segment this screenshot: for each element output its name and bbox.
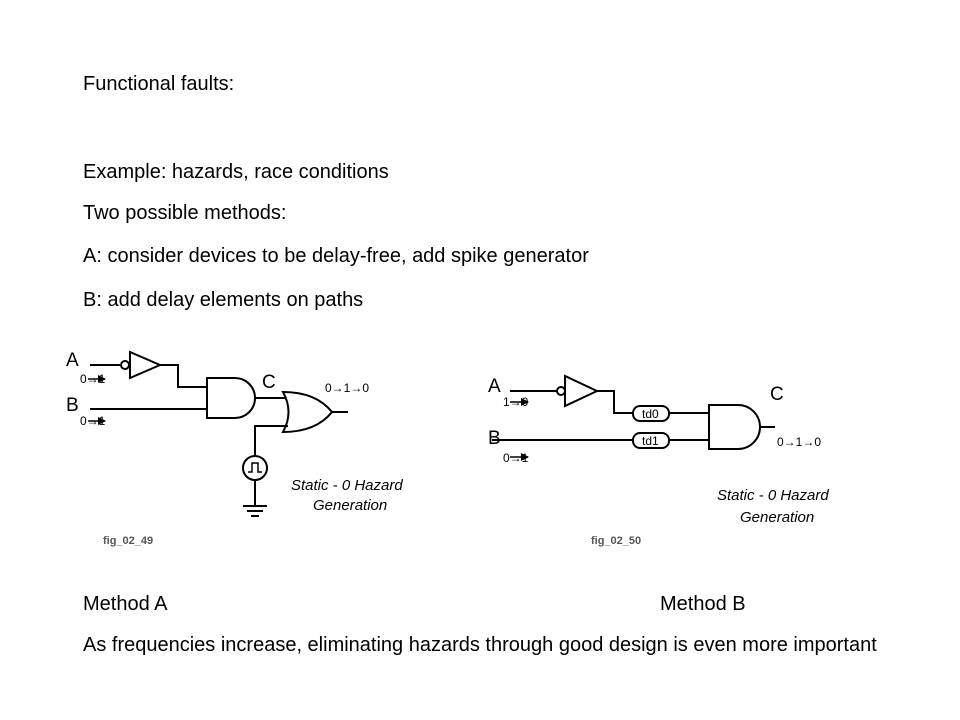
fig-b-node-c-label: C xyxy=(770,384,784,405)
fig-a-input-b-transition: 0→1 xyxy=(80,414,106,428)
fig-b-input-b-transition: 0→1 xyxy=(503,451,529,465)
inverter-bubble-b xyxy=(556,386,566,396)
example-line: Example: hazards, race conditions xyxy=(83,161,389,183)
fig-a-output-transition: 0→1→0 xyxy=(325,381,369,395)
fig-b-caption-line1: Static - 0 Hazard xyxy=(717,487,829,504)
and-gate-a xyxy=(206,377,256,419)
method-a-description: A: consider devices to be delay-free, ad… xyxy=(83,245,589,267)
method-a-label: Method A xyxy=(83,593,168,615)
method-b-label: Method B xyxy=(660,593,746,615)
fig-a-input-a-label: A xyxy=(66,350,79,371)
fig-a-input-a-transition: 0→1 xyxy=(80,372,106,386)
figure-b xyxy=(492,374,775,461)
inverter-gate-b xyxy=(564,374,600,408)
fig-b-output-transition: 0→1→0 xyxy=(777,435,821,449)
and-gate-b xyxy=(708,404,761,450)
fig-b-caption-line2: Generation xyxy=(740,509,814,526)
inverter-bubble-a xyxy=(120,360,130,370)
method-b-description: B: add delay elements on paths xyxy=(83,289,364,311)
buffer-gate-a xyxy=(129,350,163,380)
fig-b-td0-label: td0 xyxy=(642,407,659,421)
methods-intro: Two possible methods: xyxy=(83,202,287,224)
or-gate-a xyxy=(281,390,334,434)
fig-a-caption-line2: Generation xyxy=(313,497,387,514)
fig-a-caption-line1: Static - 0 Hazard xyxy=(291,477,403,494)
fig-b-id: fig_02_50 xyxy=(591,535,641,547)
fig-a-node-c-label: C xyxy=(262,372,276,393)
heading: Functional faults: xyxy=(83,73,235,95)
fig-b-input-a-transition: 1→0 xyxy=(503,395,529,409)
fig-a-id: fig_02_49 xyxy=(103,535,153,547)
figure-a xyxy=(88,350,348,517)
spike-generator xyxy=(242,455,268,481)
fig-b-input-b-label: B xyxy=(488,428,501,449)
fig-a-input-b-label: B xyxy=(66,395,79,416)
conclusion-text: As frequencies increase, eliminating haz… xyxy=(83,634,877,656)
fig-b-input-a-label: A xyxy=(488,376,501,397)
fig-b-td1-label: td1 xyxy=(642,434,659,448)
